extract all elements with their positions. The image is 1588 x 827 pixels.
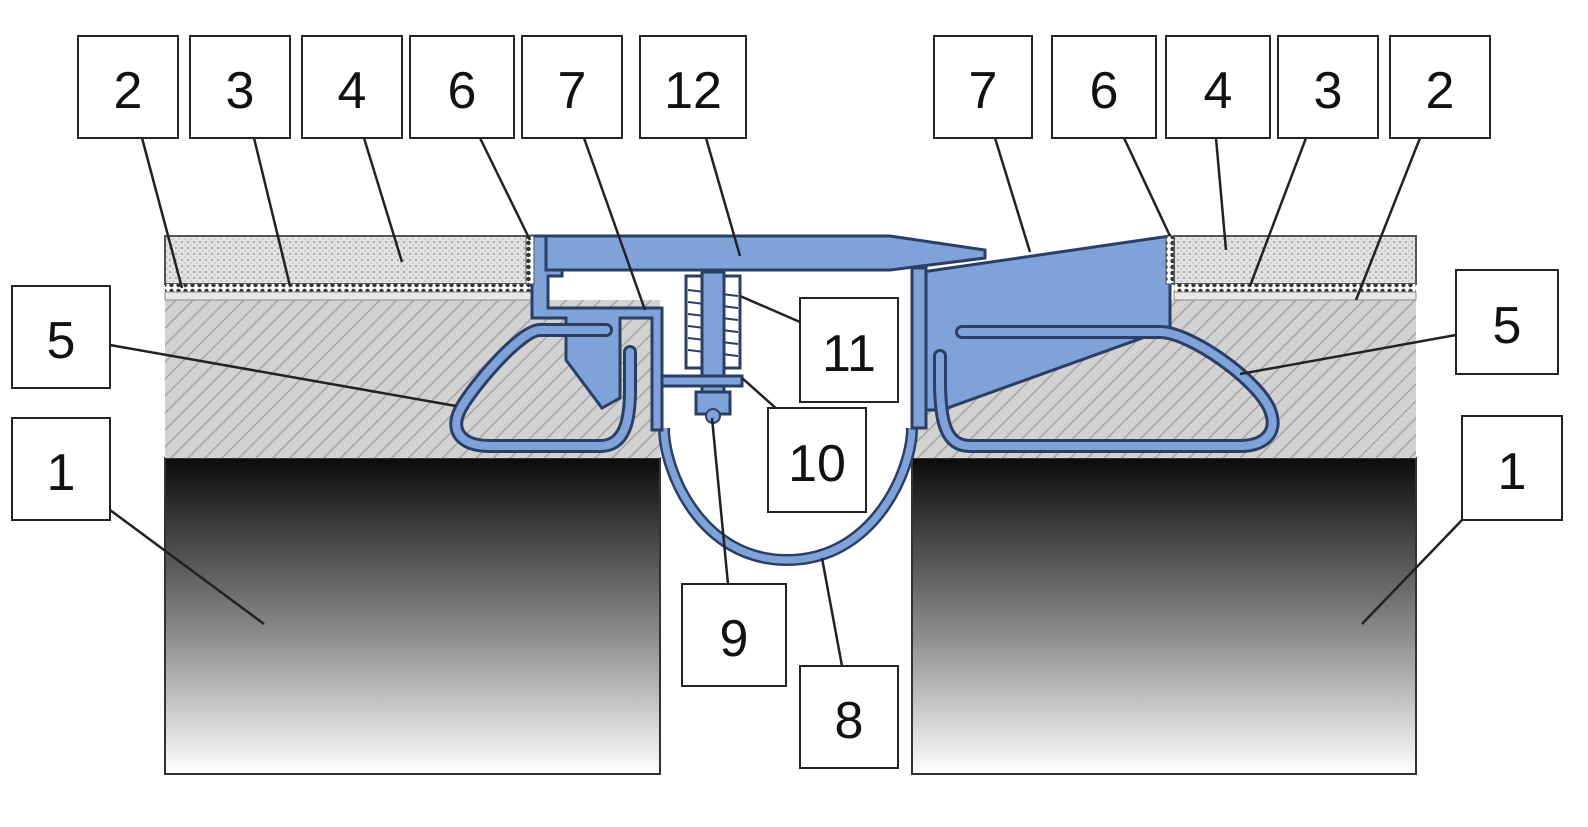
callout-7-right: 7 — [933, 35, 1033, 139]
seal-membrane-inner — [660, 427, 916, 564]
callout-label: 12 — [664, 62, 722, 120]
callout-6-right: 6 — [1051, 35, 1157, 139]
callout-1-left: 1 — [11, 417, 111, 521]
left-anchor-loop-fill — [452, 326, 634, 450]
callout-label: 4 — [338, 62, 367, 120]
leader-line — [741, 377, 779, 411]
right-upright — [910, 266, 928, 430]
callout-5-right: 5 — [1455, 269, 1559, 375]
callout-label: 11 — [822, 325, 876, 383]
leader-line — [362, 137, 404, 263]
bolt-plate — [660, 374, 744, 388]
callout-label: 10 — [788, 435, 846, 493]
callout-3-right: 3 — [1277, 35, 1379, 139]
bolt-icon — [700, 270, 726, 394]
leader-line — [1354, 137, 1422, 301]
leader-line — [109, 343, 457, 408]
callout-label: 6 — [1090, 62, 1119, 120]
callout-label: 9 — [720, 610, 749, 668]
callouts-center: 11 10 9 8 — [681, 297, 899, 769]
leader-line — [582, 137, 647, 311]
callout-label: 6 — [448, 62, 477, 120]
callout-label: 7 — [969, 62, 998, 120]
leader-line — [1248, 137, 1308, 287]
leader-line — [1361, 519, 1463, 625]
callout-label: 5 — [47, 312, 76, 370]
bolt-assembly — [660, 270, 744, 424]
callout-10: 10 — [767, 407, 867, 513]
callout-3-left: 3 — [189, 35, 291, 139]
callouts-top-right: 7 6 4 3 2 — [933, 35, 1491, 139]
callout-2-right: 2 — [1389, 35, 1491, 139]
right-anchor-loop-fill — [936, 328, 1277, 450]
right-bead-strip — [1174, 284, 1416, 292]
callout-6-left: 6 — [409, 35, 515, 139]
callout-label: 5 — [1493, 297, 1522, 355]
callout-label: 2 — [1426, 62, 1455, 120]
leader-line — [1214, 137, 1228, 251]
leader-line — [739, 294, 801, 324]
right-seal-strip — [1165, 235, 1175, 285]
left-structure — [164, 235, 661, 775]
callout-12: 12 — [639, 35, 747, 139]
leader-line — [1239, 333, 1457, 376]
leader-line — [252, 137, 292, 287]
leader-line — [1122, 137, 1172, 237]
left-bead-strip — [165, 284, 535, 292]
callout-8: 8 — [799, 665, 899, 769]
left-edge-profile — [449, 234, 664, 453]
callouts-side-right: 5 1 — [1455, 269, 1563, 521]
leader-line — [820, 557, 844, 667]
callout-label: 7 — [558, 62, 587, 120]
callouts-top-left: 2 3 4 6 7 12 — [77, 35, 747, 139]
callout-label: 8 — [835, 692, 864, 750]
leader-line — [478, 137, 532, 241]
right-base-strip — [1173, 291, 1417, 301]
callout-4-left: 4 — [301, 35, 403, 139]
right-surface-layer — [1173, 235, 1417, 285]
callout-11: 11 — [799, 297, 899, 403]
callout-label: 1 — [1498, 443, 1527, 501]
leader-line — [140, 137, 184, 289]
callout-7-left: 7 — [521, 35, 623, 139]
callout-2-left: 2 — [77, 35, 179, 139]
callout-label: 2 — [114, 62, 143, 120]
callout-label: 3 — [1314, 62, 1343, 120]
callout-9: 9 — [681, 583, 787, 687]
callout-label: 3 — [226, 62, 255, 120]
leader-line — [993, 137, 1032, 253]
left-seal-strip — [525, 235, 535, 285]
leader-line — [109, 508, 265, 626]
callout-label: 4 — [1204, 62, 1233, 120]
left-concrete-slab — [164, 457, 661, 775]
callout-4-right: 4 — [1165, 35, 1271, 139]
callout-label: 1 — [47, 444, 76, 502]
leader-lines — [109, 137, 1463, 667]
right-edge-profile — [910, 234, 1280, 453]
left-base-strip — [164, 291, 536, 301]
left-surface-layer — [164, 235, 536, 285]
cover-plate — [544, 234, 987, 272]
leader-line — [704, 137, 742, 257]
callout-1-right: 1 — [1461, 415, 1563, 521]
callouts-side-left: 5 1 — [11, 285, 111, 521]
callout-5-left: 5 — [11, 285, 111, 389]
right-concrete-slab — [911, 457, 1417, 775]
leader-line — [710, 417, 730, 585]
